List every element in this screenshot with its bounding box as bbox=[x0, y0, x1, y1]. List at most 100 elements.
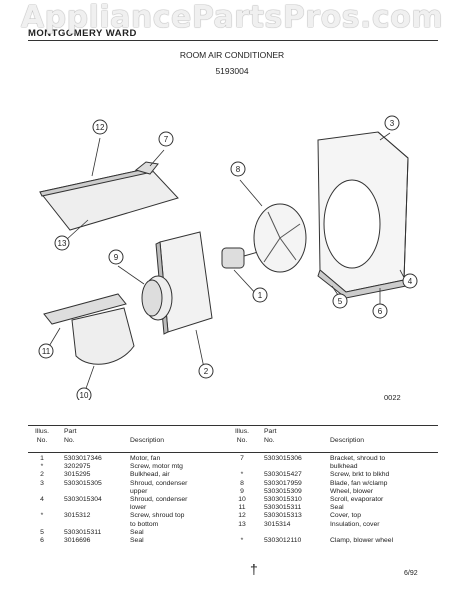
part-description: Bracket, shroud to bbox=[330, 455, 386, 462]
part-number: 3202975 bbox=[64, 463, 91, 471]
illus-number: * bbox=[40, 463, 44, 471]
table-row: bulkhead bbox=[228, 463, 358, 471]
callout-2: 2 bbox=[198, 363, 214, 379]
part-description: Motor, fan bbox=[130, 455, 161, 462]
part-description: Seal bbox=[130, 528, 144, 536]
illus-number: 8 bbox=[240, 479, 244, 487]
part-number: 5303015313 bbox=[264, 512, 302, 520]
callout-label: 13 bbox=[58, 239, 67, 248]
exploded-parts-diagram: 12 7 8 3 13 9 4 1 5 6 11 2 10 bbox=[38, 115, 418, 400]
part-number: 5303017959 bbox=[264, 479, 302, 487]
callout-11: 11 bbox=[38, 343, 54, 359]
callout-4: 4 bbox=[402, 273, 418, 289]
part-description: bulkhead bbox=[330, 463, 358, 471]
illus-number: 5 bbox=[40, 528, 44, 536]
callout-6: 6 bbox=[372, 303, 388, 319]
table-row: 4 5303015304 Shroud, condenser bbox=[28, 496, 187, 504]
part-description: Shroud, condenser bbox=[130, 479, 188, 487]
part-number: 3016696 bbox=[64, 537, 91, 544]
illus-number: 4 bbox=[40, 496, 44, 503]
callout-label: 8 bbox=[236, 165, 241, 174]
table-row: 2 3015295 Bulkhead, air bbox=[28, 471, 170, 479]
part-description: Clamp, blower wheel bbox=[330, 537, 394, 544]
part-number: 3015314 bbox=[264, 520, 291, 528]
part-description: Screw, motor mtg bbox=[130, 463, 183, 471]
table-row: 7 5303015306 Bracket, shroud to bbox=[228, 455, 385, 463]
part-description: Screw, brkt to blkhd bbox=[330, 471, 390, 479]
part-number: 5303015311 bbox=[64, 528, 102, 536]
part-description: to bottom bbox=[130, 520, 159, 528]
table-row: 6 3016696 Seal bbox=[28, 537, 144, 545]
part-number: 5303015311 bbox=[264, 504, 302, 512]
callout-label: 10 bbox=[80, 391, 89, 400]
part-number: 3015312 bbox=[64, 512, 91, 520]
illus-number: 9 bbox=[240, 487, 244, 495]
part-description: lower bbox=[130, 504, 147, 512]
illus-number: * bbox=[40, 512, 44, 520]
part-description: Insulation, cover bbox=[330, 520, 380, 528]
part-description: Seal bbox=[130, 537, 144, 544]
table-row: 1 5303017346 Motor, fan bbox=[28, 455, 160, 463]
illus-number: 12 bbox=[238, 512, 246, 520]
part-number: 5303015306 bbox=[264, 455, 302, 462]
part-description: upper bbox=[130, 487, 148, 495]
part-description: Blade, fan w/clamp bbox=[330, 479, 388, 487]
page-title: ROOM AIR CONDITIONER bbox=[179, 50, 285, 60]
part-number: 5303015310 bbox=[264, 496, 302, 503]
right-header-row1: Illus.Part bbox=[235, 428, 277, 435]
table-header-rule bbox=[28, 452, 438, 453]
callout-label: 12 bbox=[96, 123, 105, 132]
callout-12: 12 bbox=[92, 119, 108, 135]
table-row: 8 5303017959 Blade, fan w/clamp bbox=[228, 480, 387, 488]
part-number: 5303017346 bbox=[64, 455, 102, 462]
table-row: 12 5303015313 Cover, top bbox=[228, 512, 361, 520]
callout-1: 1 bbox=[252, 287, 268, 303]
fan-motor bbox=[221, 247, 245, 269]
brand-name: MONTGOMERY WARD bbox=[28, 28, 137, 39]
part-number: 5303015305 bbox=[64, 479, 102, 487]
illus-number: 1 bbox=[40, 455, 44, 462]
shroud-bracket bbox=[134, 161, 159, 175]
callout-5: 5 bbox=[332, 293, 348, 309]
callout-label: 9 bbox=[114, 253, 119, 262]
seal-strip bbox=[43, 293, 127, 325]
table-row: 5 5303015311 Seal bbox=[28, 529, 144, 537]
callout-9: 9 bbox=[108, 249, 124, 265]
table-row: to bottom bbox=[28, 521, 158, 529]
part-number: 3015295 bbox=[64, 471, 91, 479]
part-description: Scroll, evaporator bbox=[330, 496, 384, 503]
left-header-row1: Illus.Part bbox=[35, 428, 77, 435]
part-number: 5303015304 bbox=[64, 496, 102, 503]
part-description: Seal bbox=[330, 504, 344, 512]
illus-number: 13 bbox=[238, 520, 246, 528]
table-row: lower bbox=[28, 504, 146, 512]
part-description: Cover, top bbox=[330, 512, 361, 520]
illus-number: 11 bbox=[238, 504, 246, 512]
illus-number: 7 bbox=[240, 455, 244, 462]
evaporator-scroll bbox=[71, 307, 135, 365]
illus-number: 2 bbox=[40, 471, 44, 479]
callout-3: 3 bbox=[384, 115, 400, 131]
callout-label: 3 bbox=[390, 119, 395, 128]
part-description: Shroud, condenser bbox=[130, 496, 188, 503]
part-number: 5303015427 bbox=[264, 471, 302, 479]
part-description: Wheel, blower bbox=[330, 487, 374, 495]
table-top-rule bbox=[28, 425, 438, 426]
callout-label: 2 bbox=[204, 367, 209, 376]
callout-7: 7 bbox=[158, 131, 174, 147]
part-description: Bulkhead, air bbox=[130, 471, 170, 479]
diagram-code: 0022 bbox=[384, 393, 401, 402]
callout-label: 5 bbox=[338, 297, 343, 306]
revision-date: 6/92 bbox=[404, 570, 418, 577]
part-number: 5303012110 bbox=[264, 537, 302, 544]
handwritten-mark: † bbox=[250, 561, 258, 577]
callout-10: 10 bbox=[76, 387, 92, 400]
callout-8: 8 bbox=[230, 161, 246, 177]
callout-label: 4 bbox=[408, 277, 413, 286]
illus-number: 6 bbox=[40, 537, 44, 544]
part-number: 5303015309 bbox=[264, 487, 302, 495]
callout-label: 1 bbox=[258, 291, 263, 300]
